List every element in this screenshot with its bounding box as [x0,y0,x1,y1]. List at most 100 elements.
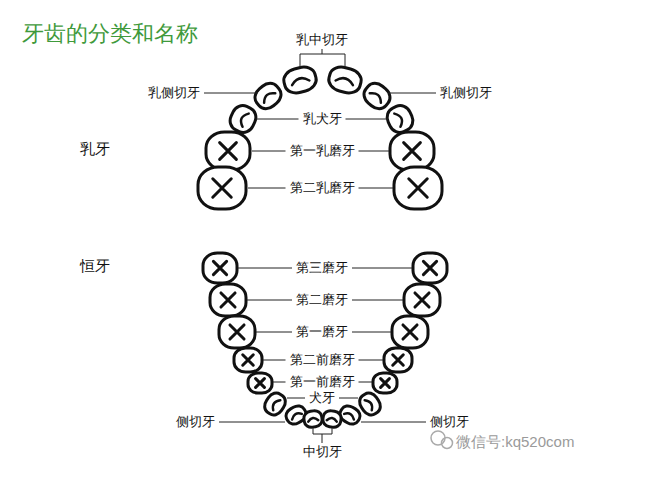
tooth [234,348,262,372]
tooth-outline [251,79,285,113]
tooth-outline [390,132,434,170]
tooth-name: 犬牙 [309,390,335,406]
tooth [303,410,323,428]
tooth [210,284,246,316]
incisal-mark [344,411,355,419]
leader-line [248,188,286,189]
leader-line [287,398,305,399]
tooth [373,373,397,393]
tooth-name: 侧切牙 [430,414,469,430]
leader-line [388,93,436,94]
watermark-icon [431,431,445,445]
cusp-mark [423,261,436,274]
tooth [326,64,363,95]
section-label: 恒牙 [80,256,110,275]
incisal-mark [291,76,309,85]
tooth-outline [206,132,250,170]
leader-line [238,268,292,269]
tooth-outline [404,284,440,316]
tooth-outline [360,79,394,113]
tooth-outline [210,284,246,316]
tooth-outline [373,373,397,393]
tooth [206,132,250,170]
leader-line [359,151,390,152]
leader-line [346,119,389,120]
incisal-mark [262,90,276,102]
title: 牙齿的分类和名称 [22,20,198,48]
tooth [251,79,285,113]
leader-line [273,382,286,383]
cusp-mark [213,179,231,197]
tooth [413,253,447,283]
tooth-outline [281,64,318,95]
incisal-mark [365,398,375,410]
tooth-outline [394,167,442,209]
tooth-outline [392,316,428,348]
tooth-name: 第二前磨牙 [290,352,355,368]
bracket-line [322,49,323,54]
tooth-name: 乳中切牙 [296,32,348,48]
leader-line [247,300,292,301]
tooth [394,167,442,209]
tooth-outline [203,253,237,283]
leader-line [204,93,258,94]
bracket-line [300,54,345,55]
cusp-mark [221,293,235,307]
tooth-name: 第二磨牙 [296,292,348,308]
cusp-mark [230,325,244,339]
incisal-mark [336,76,354,85]
incisal-mark [308,417,318,421]
tooth-outline [248,373,272,393]
tooth [198,167,246,209]
cusp-mark [415,293,429,307]
leader-line [352,332,391,333]
incisal-mark [291,411,302,419]
tooth-name: 第一磨牙 [296,324,348,340]
cusp-mark [403,325,417,339]
tooth [203,253,237,283]
tooth-name: 第三磨牙 [296,260,348,276]
bracket-line [322,434,323,443]
leader-line [352,268,412,269]
tooth [322,410,342,428]
leader-line [352,300,403,301]
tooth-name: 乳侧切牙 [148,85,200,101]
leader-line [256,332,292,333]
tooth [360,79,394,113]
section-label: 乳牙 [80,139,110,158]
tooth [281,64,318,95]
tooth-outline [198,167,246,209]
tooth-outline [219,316,255,348]
leader-line [219,422,285,423]
bracket-line [332,428,333,434]
tooth [219,316,255,348]
cusp-mark [220,143,237,160]
leader-line [359,382,373,383]
tooth-outline [326,64,363,95]
tooth-outline [303,410,323,428]
leader-line [359,360,384,361]
watermark-icon [442,438,453,449]
tooth-name: 第一前磨牙 [290,374,355,390]
leader-line [256,119,299,120]
cusp-mark [243,355,254,366]
tooth-name: 第一乳磨牙 [290,143,355,159]
cusp-mark [256,379,265,388]
cusp-mark [409,179,427,197]
bracket-line [300,54,301,67]
incisal-mark [239,112,249,127]
tooth [384,348,412,372]
tooth-name: 乳犬牙 [303,111,342,127]
tooth-outline [234,348,262,372]
tooth-outline [413,253,447,283]
tooth-outline [384,348,412,372]
tooth-name: 中切牙 [303,444,342,460]
leader-line [252,151,286,152]
tooth-name: 乳侧切牙 [440,85,492,101]
incisal-mark [271,398,281,410]
bracket-line [345,54,346,67]
tooth-name: 侧切牙 [176,414,215,430]
cusp-mark [213,261,226,274]
leader-line [361,422,426,423]
